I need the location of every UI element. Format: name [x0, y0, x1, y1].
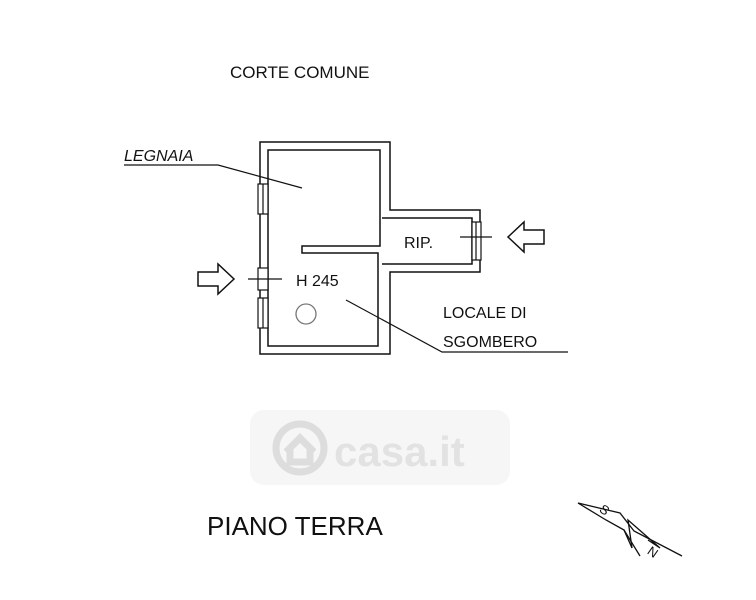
- leader-lines: [124, 164, 568, 353]
- entry-arrow-right-icon: [506, 220, 545, 254]
- building-walls: [259, 141, 481, 355]
- outer-wall: [259, 141, 481, 355]
- entry-arrow-left-icon: [197, 262, 236, 296]
- label-piano-terra: PIANO TERRA: [207, 511, 383, 541]
- watermark: casa.it: [250, 410, 510, 485]
- rip-opening: [471, 221, 482, 261]
- label-locale-di: LOCALE DI: [443, 305, 527, 322]
- sgombero-leader: [345, 299, 568, 353]
- watermark-text: casa.it: [334, 428, 465, 475]
- north-arrow-icon: [577, 502, 683, 557]
- legnaia-inner-wall: [267, 149, 381, 347]
- fixture-circle-icon: [295, 303, 317, 325]
- watermark-house-icon: [272, 420, 328, 476]
- compass-north-label: N: [645, 543, 661, 561]
- label-legnaia: LEGNAIA: [124, 148, 193, 165]
- opening-ticks: [248, 236, 492, 280]
- label-sgombero: SGOMBERO: [443, 334, 537, 351]
- label-corte-comune: CORTE COMUNE: [230, 63, 369, 82]
- legnaia-leader: [124, 164, 303, 189]
- label-rip: RIP.: [404, 235, 433, 252]
- label-height: H 245: [296, 273, 339, 290]
